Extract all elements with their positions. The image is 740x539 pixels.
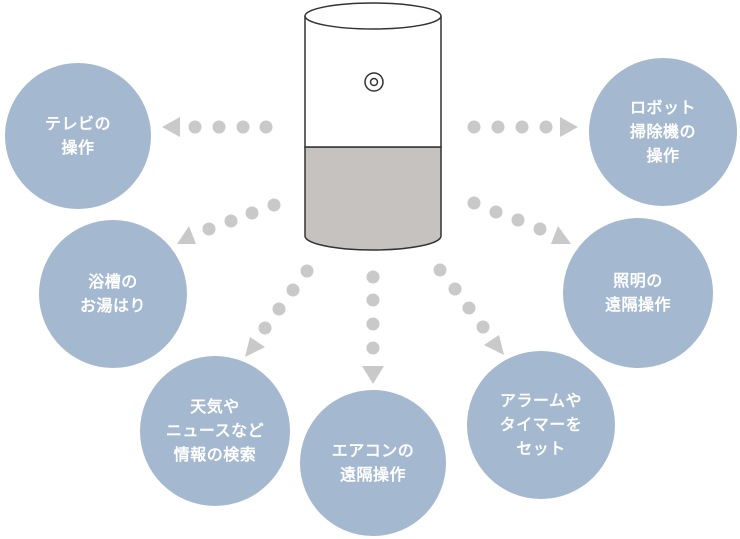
bubble-label-line: ロボット	[629, 98, 696, 117]
arrow-to-alarm	[433, 263, 504, 355]
bubble-label-line: セット	[516, 439, 566, 458]
bubble-label-line: 掃除機の	[629, 122, 696, 141]
arrow-to-tv	[162, 117, 273, 137]
bubble-label-line: 遠隔操作	[604, 295, 671, 314]
bubble-label-line: 浴槽の	[88, 272, 138, 291]
bubble-label-line: アラームや	[499, 391, 582, 410]
feature-bubble-aircon-remote: エアコンの遠隔操作	[300, 390, 446, 536]
bubble-label-line: 天気や	[190, 397, 240, 416]
arrow-to-weather	[245, 264, 314, 357]
bubble-label-line: テレビの	[44, 114, 111, 133]
bubble-label-line: 照明の	[613, 271, 663, 290]
feature-bubble-robot-vacuum: ロボット掃除機の操作	[589, 58, 737, 206]
bubble-label-line: エアコンの	[331, 441, 415, 460]
feature-bubble-lighting-remote: 照明の遠隔操作	[563, 218, 713, 368]
arrow-to-bath	[177, 198, 281, 244]
bubble-label-line: タイマーを	[499, 415, 583, 434]
feature-bubble-info-search: 天気やニュースなど情報の検索	[140, 356, 290, 506]
speaker-lower-body	[304, 146, 442, 251]
feature-bubble-alarm-timer: アラームやタイマーをセット	[467, 351, 615, 499]
ring-button-icon	[364, 72, 384, 92]
bubble-label-line: お湯はり	[79, 296, 146, 315]
bubble-label-line: 操作	[61, 138, 95, 157]
arrow-to-lighting	[467, 196, 571, 244]
feature-bubble-bath-filling: 浴槽のお湯はり	[39, 220, 187, 368]
feature-bubble-tv-control: テレビの操作	[5, 63, 151, 209]
bubble-label-line: ニュースなど	[165, 421, 265, 440]
smart-speaker	[304, 2, 442, 251]
bubble-label-line: 操作	[646, 146, 680, 165]
bubble-label-line: 遠隔操作	[339, 465, 406, 484]
bubble-label-line: 情報の検索	[173, 445, 257, 464]
arrow-to-aircon	[362, 270, 384, 384]
arrow-to-robot	[467, 117, 578, 137]
speaker-top	[304, 2, 442, 30]
